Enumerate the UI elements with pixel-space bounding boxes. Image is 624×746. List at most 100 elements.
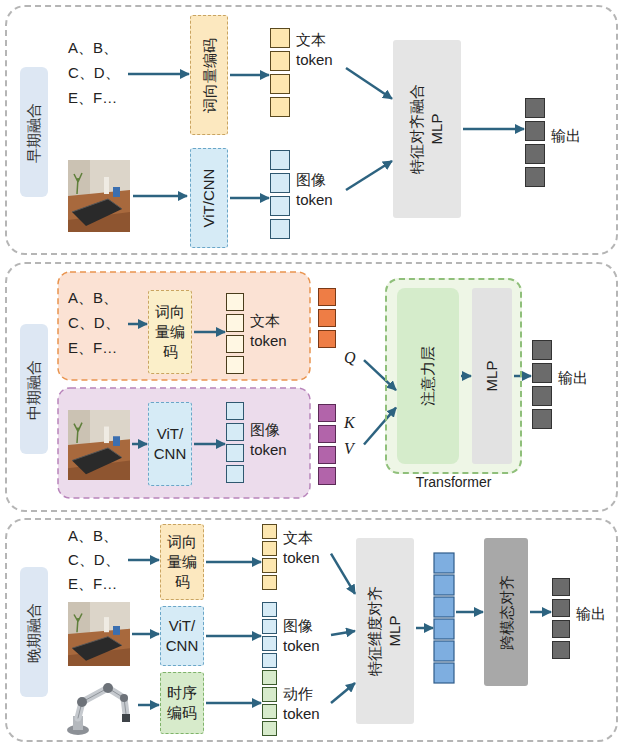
fusion-panel: A、B、 C、D、 E、F…词向量编码文本 tokenViT/CNN图像 tok…: [5, 5, 618, 255]
module-box: 词向量编码: [148, 290, 192, 374]
flow-arrow: [331, 631, 355, 635]
text-region: [58, 272, 310, 380]
token-square: [270, 74, 290, 94]
flow-arrow: [230, 197, 269, 200]
token-stack: 图像 token: [262, 602, 329, 668]
token-stack: 文本 token: [226, 293, 296, 374]
token-square: [434, 641, 454, 661]
token-square: [262, 687, 277, 702]
module-box: 注意力层: [397, 288, 459, 464]
module-box: 词向量编码: [190, 15, 228, 135]
token-label: 图像 token: [283, 616, 329, 656]
label-holder: Transformer: [377, 473, 530, 491]
module-box: MLP: [472, 288, 512, 464]
module-box: 词向量编码: [160, 524, 204, 600]
token-square: [434, 553, 454, 573]
token-stack: 文本 token: [262, 524, 329, 590]
token-square: [226, 423, 244, 441]
module-label: 特征对齐融合 MLP: [407, 74, 447, 184]
arrow: [456, 611, 483, 614]
token-label: Q: [344, 348, 356, 368]
flow-arrow: [194, 331, 225, 334]
stage-label: 早期融合: [25, 102, 44, 162]
token-square: [318, 288, 336, 306]
module-label: 注意力层: [418, 346, 438, 406]
token-label: 动作 token: [283, 684, 329, 724]
token-square: [552, 620, 570, 638]
token-label: K: [344, 410, 355, 436]
token-square: [525, 167, 545, 187]
token-label: 输出: [576, 604, 610, 624]
desk-photo: [68, 410, 130, 480]
input-text: A、B、 C、D、 E、F…: [68, 524, 126, 596]
token-square: [262, 558, 277, 573]
module-label: 词向量编码: [164, 532, 200, 592]
flow-arrow: [331, 554, 355, 594]
token-square: [262, 524, 277, 539]
token-square: [552, 599, 570, 617]
token-square: [434, 575, 454, 595]
module-label: 时序编码: [164, 683, 200, 723]
token-square: [226, 335, 244, 353]
module-label: ViT/ CNN: [164, 616, 200, 656]
module-label: 词向量编码: [199, 38, 219, 113]
block-title: Transformer: [377, 473, 530, 491]
token-label: 输出: [558, 368, 594, 388]
side-label-box: 晚期融合: [20, 567, 48, 697]
module-box: ViT/CNN: [190, 148, 228, 248]
token-stack: KV: [318, 404, 362, 485]
flow-arrow: [194, 443, 225, 446]
arrow: [132, 633, 159, 636]
token-square: [226, 314, 244, 332]
desk-photo: [68, 160, 130, 232]
token-square: [270, 51, 290, 71]
token-stack: 动作 token: [262, 670, 329, 736]
stage-label: 晚期融合: [25, 602, 44, 662]
token-square: [525, 98, 545, 118]
token-square: [434, 663, 454, 683]
token-square: [262, 653, 277, 668]
flow-arrow: [346, 161, 392, 190]
token-label: 输出: [551, 126, 587, 146]
arrow: [416, 627, 433, 630]
label-holder: 图像 token: [250, 420, 296, 460]
token-square: [532, 340, 552, 360]
flow-arrow: [364, 408, 396, 445]
token-square: [434, 619, 454, 639]
module-box: 特征对齐融合 MLP: [393, 40, 461, 218]
fusion-panel: A、B、 C、D、 E、F… 词向量编码 文本 tokenViT/ CNN 图像 to…: [5, 518, 618, 742]
input-text: A、B、 C、D、 E、F…: [68, 285, 126, 360]
token-square: [318, 330, 336, 348]
module-label: 跨模态对齐: [496, 575, 516, 650]
module-label: 特征维度对齐 MLP: [365, 571, 405, 691]
token-square: [262, 636, 277, 651]
flow-arrow: [128, 73, 189, 76]
token-square: [270, 28, 290, 48]
flow-arrow: [128, 559, 159, 562]
flow-arrow: [128, 323, 147, 326]
token-square: [552, 578, 570, 596]
module-box: 特征维度对齐 MLP: [356, 538, 414, 724]
arrow: [132, 443, 147, 446]
input-text: A、B、 C、D、 E、F…: [68, 285, 126, 363]
label-holder: 文本 token: [250, 311, 296, 351]
token-label: 图像 token: [296, 170, 344, 210]
token-square: [226, 402, 244, 420]
side-label-box: 中期融合: [20, 324, 48, 454]
token-square: [262, 721, 277, 736]
side-label-box: 早期融合: [20, 67, 48, 197]
module-box: 时序编码: [160, 672, 204, 734]
token-square: [270, 219, 290, 239]
token-stack: 图像 token: [226, 402, 296, 483]
token-square: [318, 309, 336, 327]
image-region: [58, 388, 310, 498]
label-holder: 输出: [558, 368, 594, 388]
token-square: [226, 356, 244, 374]
token-stack: Q: [318, 288, 362, 370]
label-holder: Q: [344, 348, 356, 368]
flow-arrow: [206, 561, 261, 564]
arrow: [133, 195, 187, 198]
module-label: 词向量编码: [152, 302, 188, 362]
robot-arm: [67, 683, 130, 735]
